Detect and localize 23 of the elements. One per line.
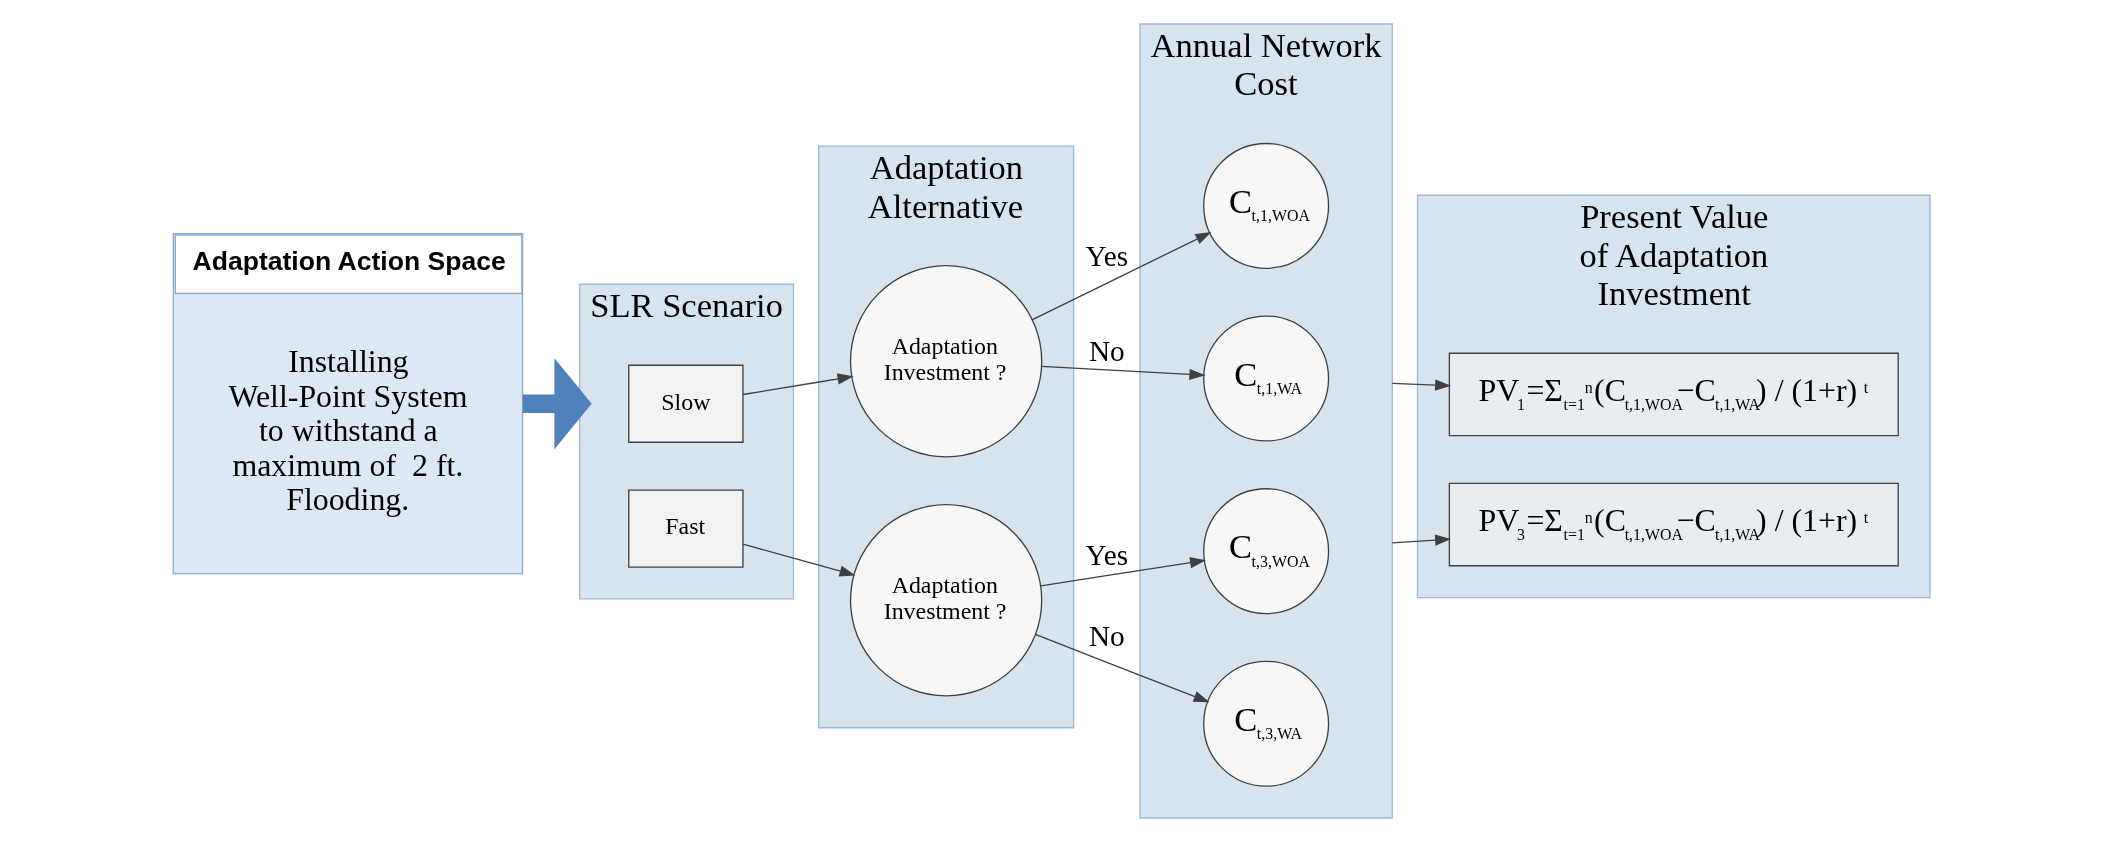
arrow (1391, 534, 1451, 546)
node-circle: C$_{t,3,WOA}$ (1202, 488, 1329, 615)
arrow (1039, 557, 1206, 587)
node-circle: C$_{t,1,WA}$ (1202, 315, 1329, 442)
arrow (1391, 379, 1451, 391)
arrow (1040, 365, 1205, 380)
node-box: Slow (627, 364, 744, 443)
arrow (1034, 633, 1210, 703)
node-circle: C$_{t,3,WA}$ (1202, 660, 1329, 787)
arrow (522, 358, 592, 450)
edge-label: Yes (1085, 539, 1128, 572)
node-box: Fast (627, 489, 744, 568)
arrow (741, 543, 855, 577)
node-circle: Adaptation Investment ? (849, 504, 1042, 697)
edge-label: No (1088, 620, 1125, 653)
node-circle: Adaptation Investment ? (849, 264, 1042, 458)
edge-label: Yes (1085, 240, 1128, 273)
edge-label: No (1088, 334, 1125, 367)
node-circle: C$_{t,1,WOA}$ (1202, 142, 1329, 269)
arrow (1031, 232, 1211, 321)
arrow (741, 373, 853, 396)
node-box: PV$_{1}$=Σ$_{t=1}$$^{n}$(C$_{t,1,WOA}$−C$_{t,1,WA}$) / (1+r)$^{t}$ (1448, 352, 1899, 437)
node-box: PV$_{3}$=Σ$_{t=1}$$^{n}$(C$_{t,1,WOA}$−C$_{t,1,WA}$) / (1+r)$^{t}$ (1448, 482, 1899, 567)
